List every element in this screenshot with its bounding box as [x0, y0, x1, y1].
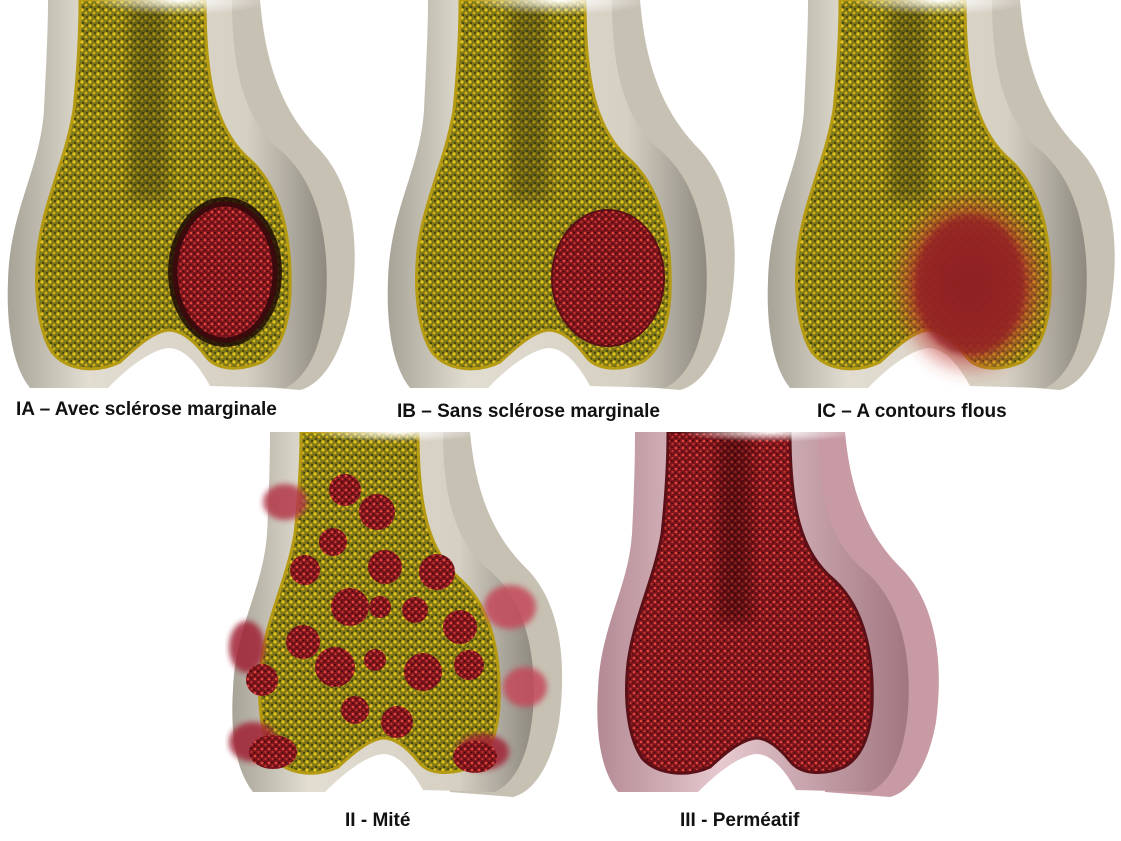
panel-iii: [590, 432, 950, 802]
bone-illustration-ib: [380, 0, 740, 390]
panel-ib: [380, 0, 740, 390]
panel-ic: [760, 0, 1120, 390]
bone-illustration-ia: [0, 0, 360, 390]
caption-iii: III - Perméatif: [680, 810, 799, 832]
caption-ii: II - Mité: [345, 810, 410, 832]
bone-illustration-ii: [225, 432, 570, 802]
caption-ib: IB – Sans sclérose marginale: [397, 401, 660, 423]
panel-ii: [225, 432, 570, 802]
bone-illustration-ic: [760, 0, 1120, 390]
panel-ia: [0, 0, 360, 390]
bone-illustration-iii: [590, 432, 950, 802]
caption-ia: IA – Avec sclérose marginale: [16, 399, 277, 421]
caption-ic: IC – A contours flous: [817, 401, 1007, 423]
